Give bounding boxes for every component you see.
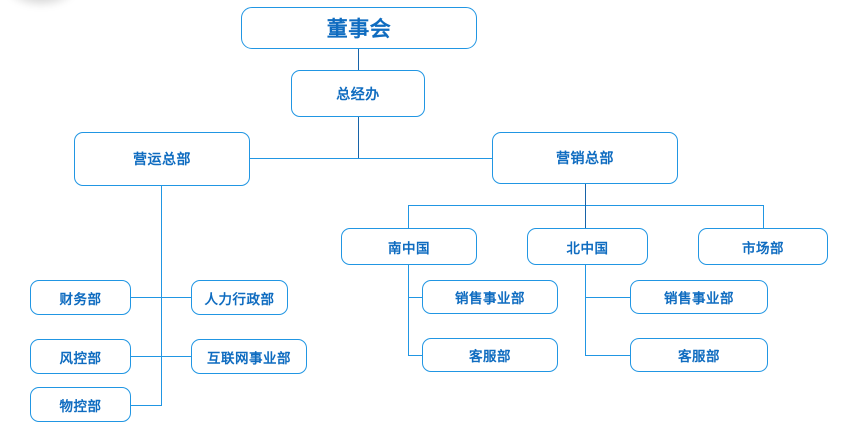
connector-south-china-spine bbox=[408, 265, 409, 355]
connector-drop-market-dept bbox=[763, 205, 764, 228]
node-risk-control-label: 风控部 bbox=[59, 350, 102, 366]
node-south-service[interactable]: 客服部 bbox=[422, 338, 558, 372]
connector-south-china-to-service bbox=[408, 355, 422, 356]
connector-level3-bus bbox=[408, 205, 764, 206]
connector-south-china-to-sales bbox=[408, 297, 422, 298]
node-gm-office[interactable]: 总经办 bbox=[291, 70, 425, 117]
image-smudge-artifact bbox=[6, 0, 76, 8]
connector-board-to-gm bbox=[358, 48, 359, 70]
node-marketing-hq[interactable]: 营销总部 bbox=[492, 132, 678, 184]
node-south-service-label: 客服部 bbox=[469, 349, 511, 364]
node-board[interactable]: 董事会 bbox=[241, 7, 477, 49]
node-north-china[interactable]: 北中国 bbox=[527, 228, 648, 265]
node-market-dept-label: 市场部 bbox=[742, 240, 784, 256]
connector-gm-down bbox=[358, 117, 359, 158]
connector-operations-row-3 bbox=[131, 405, 162, 406]
node-gm-office-label: 总经办 bbox=[336, 85, 380, 102]
node-north-china-label: 北中国 bbox=[566, 240, 609, 256]
node-finance-label: 财务部 bbox=[59, 291, 102, 307]
node-south-sales[interactable]: 销售事业部 bbox=[422, 280, 558, 314]
node-risk-control[interactable]: 风控部 bbox=[30, 339, 131, 374]
connector-operations-row-2 bbox=[131, 356, 191, 357]
connector-drop-south-china bbox=[408, 205, 409, 228]
node-north-sales[interactable]: 销售事业部 bbox=[630, 280, 768, 314]
node-operations-hq[interactable]: 营运总部 bbox=[74, 132, 250, 186]
node-north-service-label: 客服部 bbox=[678, 349, 720, 364]
node-hr-admin-label: 人力行政部 bbox=[204, 291, 275, 307]
node-finance[interactable]: 财务部 bbox=[30, 280, 131, 315]
node-south-china[interactable]: 南中国 bbox=[341, 228, 477, 265]
node-marketing-hq-label: 营销总部 bbox=[556, 150, 614, 166]
node-market-dept[interactable]: 市场部 bbox=[698, 228, 828, 265]
connector-operations-row-1 bbox=[131, 297, 191, 298]
connector-operations-spine bbox=[161, 186, 162, 406]
node-south-sales-label: 销售事业部 bbox=[455, 291, 525, 306]
connector-north-china-to-sales bbox=[585, 297, 630, 298]
node-north-service[interactable]: 客服部 bbox=[630, 338, 768, 372]
connector-level2-bus bbox=[250, 158, 492, 159]
connector-marketing-down bbox=[585, 184, 586, 205]
node-material-control[interactable]: 物控部 bbox=[30, 387, 131, 422]
connector-north-china-to-service bbox=[585, 355, 630, 356]
node-internet-div[interactable]: 互联网事业部 bbox=[191, 339, 307, 374]
node-north-sales-label: 销售事业部 bbox=[664, 291, 734, 306]
node-south-china-label: 南中国 bbox=[388, 240, 430, 256]
connector-drop-north-china bbox=[585, 205, 586, 228]
node-material-control-label: 物控部 bbox=[59, 398, 102, 414]
node-internet-div-label: 互联网事业部 bbox=[207, 350, 291, 366]
node-hr-admin[interactable]: 人力行政部 bbox=[191, 280, 288, 315]
node-operations-hq-label: 营运总部 bbox=[133, 151, 191, 167]
connector-north-china-spine bbox=[585, 265, 586, 355]
node-board-label: 董事会 bbox=[326, 18, 392, 41]
